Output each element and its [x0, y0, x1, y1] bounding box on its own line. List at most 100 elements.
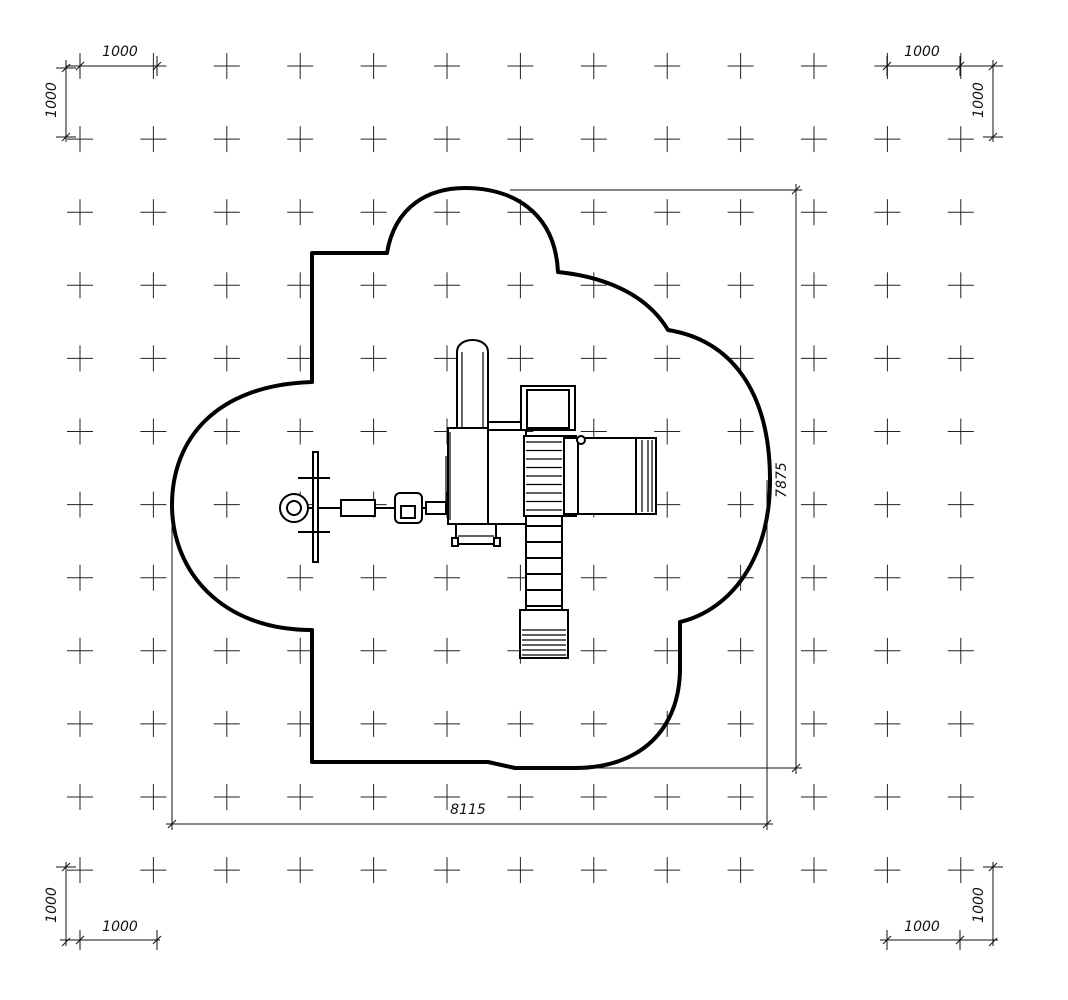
grid-cross: [434, 345, 460, 372]
grid-cross: [213, 199, 240, 226]
deck: [523, 435, 579, 517]
wide-slide: [576, 435, 657, 515]
grid-cross: [727, 857, 754, 884]
dimension-top-right-h-label: 1000: [904, 44, 940, 60]
grid-cross: [360, 272, 387, 299]
grid-cross: [287, 710, 314, 737]
grid-cross: [213, 272, 240, 299]
grid-cross: [507, 126, 534, 153]
grid-cross: [947, 857, 974, 884]
grid-cross: [360, 126, 387, 153]
grid-cross: [874, 784, 901, 810]
grid-cross: [213, 564, 240, 591]
grid-cross: [213, 710, 240, 737]
grid-cross: [727, 345, 754, 372]
grid-cross: [67, 491, 93, 518]
grid-cross: [360, 53, 387, 79]
grid-cross: [213, 53, 240, 79]
dimension-top-left-h-label: 1000: [102, 44, 138, 60]
grid-cross: [801, 272, 827, 299]
grid-cross: [434, 199, 460, 226]
grid-cross: [360, 418, 387, 445]
grid-cross: [507, 53, 534, 79]
grid-cross: [507, 857, 534, 884]
grid-cross: [360, 857, 387, 884]
grid-cross: [654, 418, 681, 445]
grid-cross: [654, 272, 681, 299]
dimension-bottom-right-v-label: 1000: [971, 887, 987, 923]
grid-cross: [434, 710, 460, 737]
grid-cross: [947, 199, 974, 226]
grid-cross: [140, 345, 167, 372]
grid-cross: [360, 637, 387, 664]
grid-cross: [654, 126, 681, 153]
grid-cross: [947, 710, 974, 737]
dimension-top-left: [56, 56, 162, 142]
grid-cross: [580, 126, 607, 153]
grid-cross: [947, 418, 974, 445]
grid-cross: [140, 784, 167, 810]
grid-cross: [213, 857, 240, 884]
grid-cross: [727, 491, 754, 518]
dimension-bottom-left-v-label: 1000: [44, 887, 60, 923]
grid-cross: [287, 784, 314, 810]
grid-cross: [947, 491, 974, 518]
grid-cross: [287, 418, 314, 445]
grid-cross: [654, 345, 681, 372]
grid-cross: [580, 53, 607, 79]
grid-cross: [213, 784, 240, 810]
grid-cross: [654, 857, 681, 884]
grid-cross: [67, 199, 93, 226]
grid-cross: [67, 857, 93, 884]
dimension-bottom-left: [56, 862, 162, 950]
grid-cross: [801, 199, 827, 226]
grid-cross: [360, 564, 387, 591]
grid-cross: [580, 710, 607, 737]
grid-cross: [360, 345, 387, 372]
grid-crosses: [67, 53, 974, 884]
grid-cross: [727, 637, 754, 664]
grid-cross: [580, 564, 607, 591]
grid-cross: [140, 637, 167, 664]
grid-cross: [140, 491, 167, 518]
grid-cross: [67, 418, 93, 445]
grid-cross: [507, 272, 534, 299]
grid-cross: [580, 345, 607, 372]
grid-cross: [213, 637, 240, 664]
grid-cross: [874, 564, 901, 591]
playground-equipment: [279, 339, 657, 659]
dimension-overall-width: [166, 480, 773, 830]
grid-cross: [874, 126, 901, 153]
grid-cross: [654, 199, 681, 226]
grid-cross: [213, 126, 240, 153]
grid-cross: [434, 53, 460, 79]
grid-cross: [140, 564, 167, 591]
grid-cross: [287, 345, 314, 372]
grid-cross: [140, 272, 167, 299]
grid-cross: [434, 272, 460, 299]
grid-cross: [507, 345, 534, 372]
dimension-bottom-right-h-label: 1000: [904, 919, 940, 935]
grid-cross: [580, 857, 607, 884]
grid-cross: [213, 345, 240, 372]
grid-cross: [801, 857, 827, 884]
grid-cross: [434, 857, 460, 884]
grid-cross: [360, 199, 387, 226]
grid-cross: [947, 637, 974, 664]
grid-cross: [140, 857, 167, 884]
grid-cross: [507, 710, 534, 737]
grid-cross: [947, 272, 974, 299]
grid-cross: [140, 710, 167, 737]
grid-cross: [727, 710, 754, 737]
grid-cross: [874, 491, 901, 518]
grid-cross: [67, 784, 93, 810]
grid-cross: [874, 272, 901, 299]
dimension-top-left-v-label: 1000: [44, 82, 60, 118]
dimension-bottom-right: [880, 862, 1003, 950]
grid-cross: [801, 418, 827, 445]
dimension-overall-height: [510, 184, 802, 774]
grid-cross: [801, 710, 827, 737]
grid-cross: [947, 126, 974, 153]
grid-cross: [727, 418, 754, 445]
